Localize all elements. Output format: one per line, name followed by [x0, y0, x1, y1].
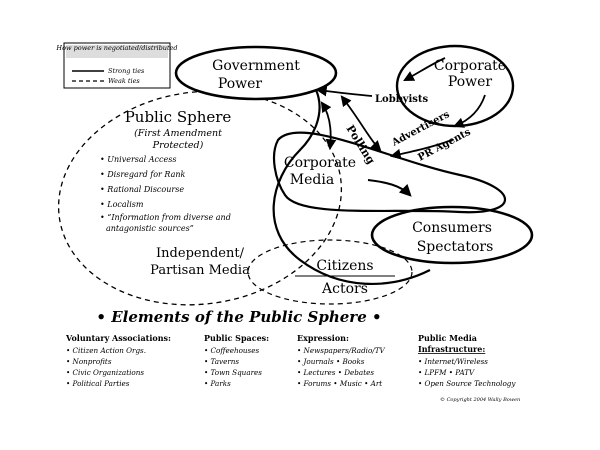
- public-sphere-subtitle-2: Protected): [152, 140, 204, 151]
- legend-caption-text: How power is negotiated/distributed: [55, 44, 177, 52]
- lobbyists-label: Lobbyists: [375, 94, 429, 105]
- col-2-item-1: • Journals • Books: [297, 357, 365, 366]
- independent-label-2: Partisan Media: [150, 263, 250, 278]
- col-3-heading-2: Infrastructure:: [418, 344, 485, 354]
- corporate-power-label-1: Corporate: [434, 58, 506, 74]
- legend-caption-bg: [66, 45, 168, 58]
- ps-item-4a: • “Information from diverse and: [100, 213, 231, 222]
- col-2-item-2: • Lectures • Debates: [297, 368, 374, 377]
- legend-caption: How power is negotiated/distributed: [55, 44, 177, 52]
- col-3-item-2: • Open Source Technology: [418, 379, 516, 388]
- arrow-polling: [340, 95, 382, 152]
- copyright: © Copyright 2004 Wally Bowen: [440, 396, 520, 403]
- arrow-corp-to-lobby: [403, 57, 446, 82]
- arrow-adv-to-media: [389, 139, 453, 160]
- ps-item-3: • Localism: [100, 200, 144, 209]
- col-2-item-0: • Newspapers/Radio/TV: [297, 346, 386, 355]
- col-1-item-2: • Town Squares: [204, 368, 262, 377]
- public-sphere-ellipse: [57, 90, 343, 306]
- col-1-item-1: • Taverns: [204, 357, 239, 366]
- ps-item-4b: antagonistic sources”: [106, 224, 194, 233]
- col-2-heading: Expression:: [297, 333, 349, 343]
- legend-weak-label: Weak ties: [108, 77, 140, 85]
- citizens-label-2: Actors: [321, 281, 368, 297]
- public-sphere-title: Public Sphere: [125, 108, 232, 126]
- col-0-item-0: • Citizen Action Orgs.: [66, 346, 146, 355]
- col-2-item-3: • Forums • Music • Art: [297, 379, 382, 388]
- government-label-1: Government: [212, 58, 300, 74]
- consumers-label-2: Spectators: [417, 239, 494, 255]
- public-sphere-subtitle-1: (First Amendment: [134, 128, 222, 139]
- col-0-heading: Voluntary Associations:: [65, 333, 171, 343]
- independent-label-1: Independent/: [156, 246, 245, 261]
- col-1-item-3: • Parks: [204, 379, 231, 388]
- col-1-heading: Public Spaces:: [204, 333, 269, 343]
- corporate-power-label-2: Power: [448, 74, 493, 90]
- col-3-item-1: • LPFM • PATV: [418, 368, 475, 377]
- col-0-item-3: • Political Parties: [66, 379, 130, 388]
- col-3-heading-1: Public Media: [418, 333, 477, 343]
- legend: How power is negotiated/distributed Stro…: [55, 42, 178, 89]
- consumers-label-1: Consumers: [412, 220, 492, 236]
- ps-item-1: • Disregard for Rank: [100, 170, 186, 179]
- government-ellipse: [174, 45, 338, 101]
- consumers-ellipse: [370, 205, 534, 265]
- corporate-media-label-2: Media: [290, 172, 334, 188]
- footer-columns: Voluntary Associations: • Citizen Action…: [65, 333, 516, 388]
- arrow-corp-to-adv: [452, 94, 486, 128]
- elements-title: • Elements of the Public Sphere •: [96, 308, 381, 326]
- public-sphere-list: • Universal Access • Disregard for Rank …: [100, 155, 231, 233]
- citizens-label-1: Citizens: [316, 258, 373, 274]
- arrow-gov-media: [320, 101, 337, 151]
- arrow-lobby-to-gov: [315, 85, 373, 97]
- col-0-item-1: • Nonprofits: [66, 357, 112, 366]
- corporate-media-label-1: Corporate: [284, 155, 356, 171]
- citizens-ellipse: [247, 239, 413, 305]
- government-label-2: Power: [218, 76, 263, 92]
- arrows: [315, 57, 486, 197]
- ps-item-0: • Universal Access: [100, 155, 176, 164]
- legend-strong-label: Strong ties: [108, 67, 145, 75]
- col-0-item-2: • Civic Organizations: [66, 368, 144, 377]
- arrow-media-to-consumers: [367, 179, 412, 197]
- ps-item-2: • Rational Discourse: [100, 185, 184, 194]
- col-1-item-0: • Coffeehouses: [204, 346, 259, 355]
- col-3-item-0: • Internet/Wireless: [418, 357, 488, 366]
